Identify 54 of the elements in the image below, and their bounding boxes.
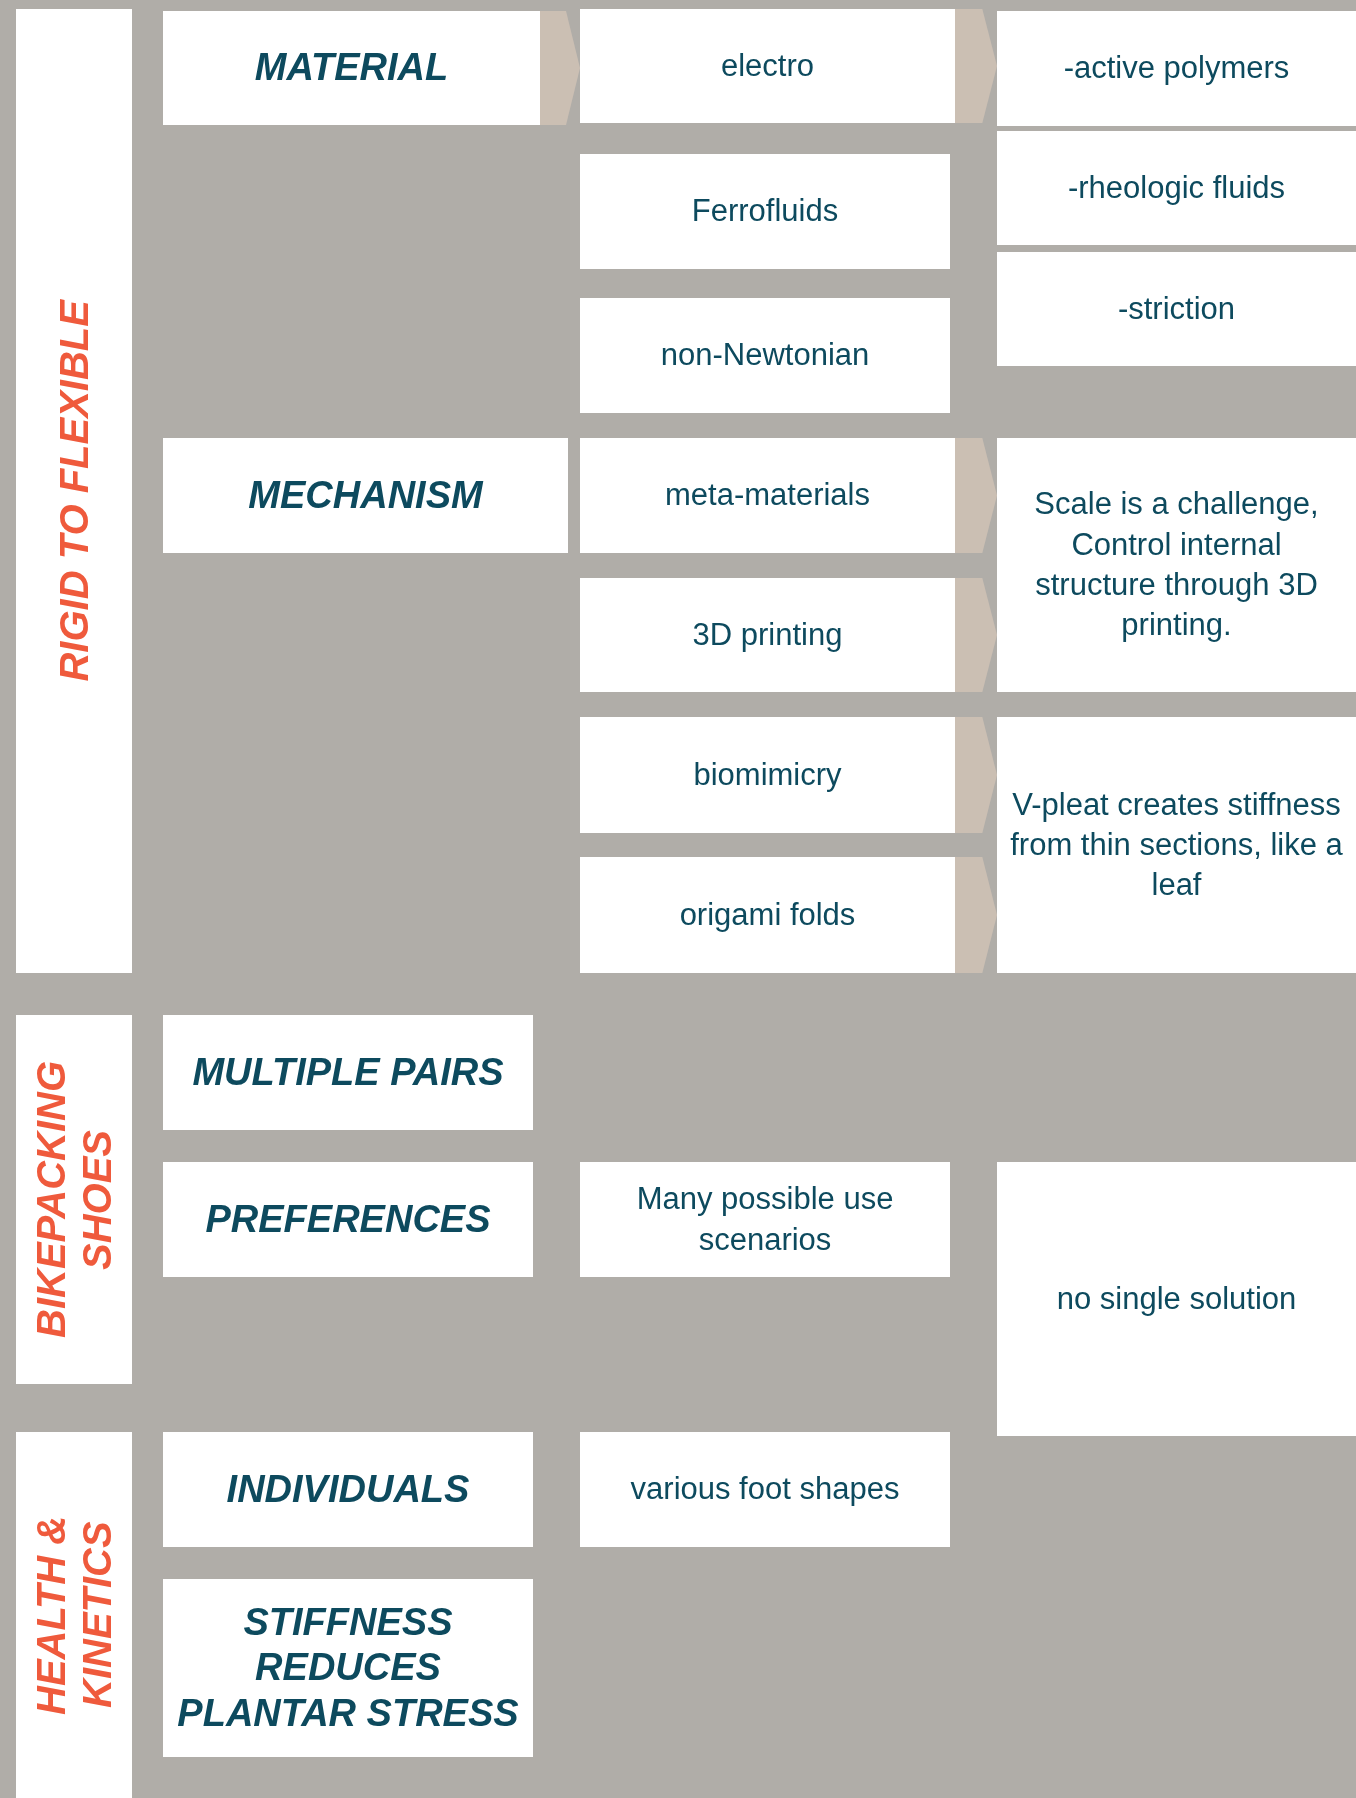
body-text: Scale is a challenge, Control internal structure through 3D printing. xyxy=(1033,485,1320,645)
category-band xyxy=(16,1015,132,1384)
body-text: meta-materials xyxy=(665,476,870,515)
text-box xyxy=(580,857,955,973)
body-text: origami folds xyxy=(679,895,856,934)
text-box xyxy=(997,131,1356,245)
category-label: RIGID TO FLEXIBLE xyxy=(51,300,97,682)
text-box xyxy=(997,252,1356,366)
text-box xyxy=(580,578,955,692)
body-text: -rheologic fluids xyxy=(1067,168,1286,207)
heading-text: MULTIPLE PAIRS xyxy=(192,1049,504,1095)
body-text: Ferrofluids xyxy=(691,192,839,231)
body-text: various foot shapes xyxy=(630,1470,900,1509)
chevron-arrow xyxy=(955,9,997,123)
heading-text: MECHANISM xyxy=(248,472,483,518)
heading-box xyxy=(163,438,568,553)
chevron-arrow xyxy=(955,438,997,553)
text-box xyxy=(580,298,950,413)
category-band xyxy=(16,1432,132,1798)
chevron-arrow xyxy=(540,11,580,125)
text-box xyxy=(580,9,955,123)
heading-text: MATERIAL xyxy=(254,45,449,91)
chevron-arrow xyxy=(955,717,997,833)
body-text: -striction xyxy=(1117,289,1236,328)
body-text: biomimicry xyxy=(693,755,842,794)
heading-box xyxy=(163,1162,533,1277)
body-text: -active polymers xyxy=(1063,49,1290,88)
heading-box xyxy=(163,1432,533,1547)
body-text: electro xyxy=(720,46,814,85)
text-box xyxy=(580,154,950,269)
category-band xyxy=(16,9,132,973)
heading-text: INDIVIDUALS xyxy=(226,1466,470,1512)
text-box xyxy=(997,717,1356,973)
body-text: V-pleat creates stiffness from thin sections, like a leaf xyxy=(1009,785,1344,905)
chevron-arrow xyxy=(955,578,997,692)
body-text: 3D printing xyxy=(692,615,843,654)
chevron-arrow xyxy=(955,857,997,973)
text-box xyxy=(997,1162,1356,1436)
body-text: Many possible use scenarios xyxy=(635,1180,895,1259)
category-label: BIKEPACKING SHOES xyxy=(28,1059,120,1341)
heading-text: STIFFNESS REDUCES PLANTAR STRESS xyxy=(176,1599,520,1736)
category-label: HEALTH & KINETICS xyxy=(28,1514,120,1717)
heading-text: PREFERENCES xyxy=(205,1196,491,1242)
body-text: no single solution xyxy=(1056,1279,1297,1318)
text-box xyxy=(580,438,955,553)
heading-box xyxy=(163,1579,533,1757)
text-box xyxy=(580,717,955,833)
text-box xyxy=(997,11,1356,126)
heading-box xyxy=(163,11,540,125)
text-box xyxy=(580,1432,950,1547)
text-box xyxy=(580,1162,950,1277)
text-box xyxy=(997,438,1356,692)
body-text: non-Newtonian xyxy=(660,336,870,375)
heading-box xyxy=(163,1015,533,1130)
